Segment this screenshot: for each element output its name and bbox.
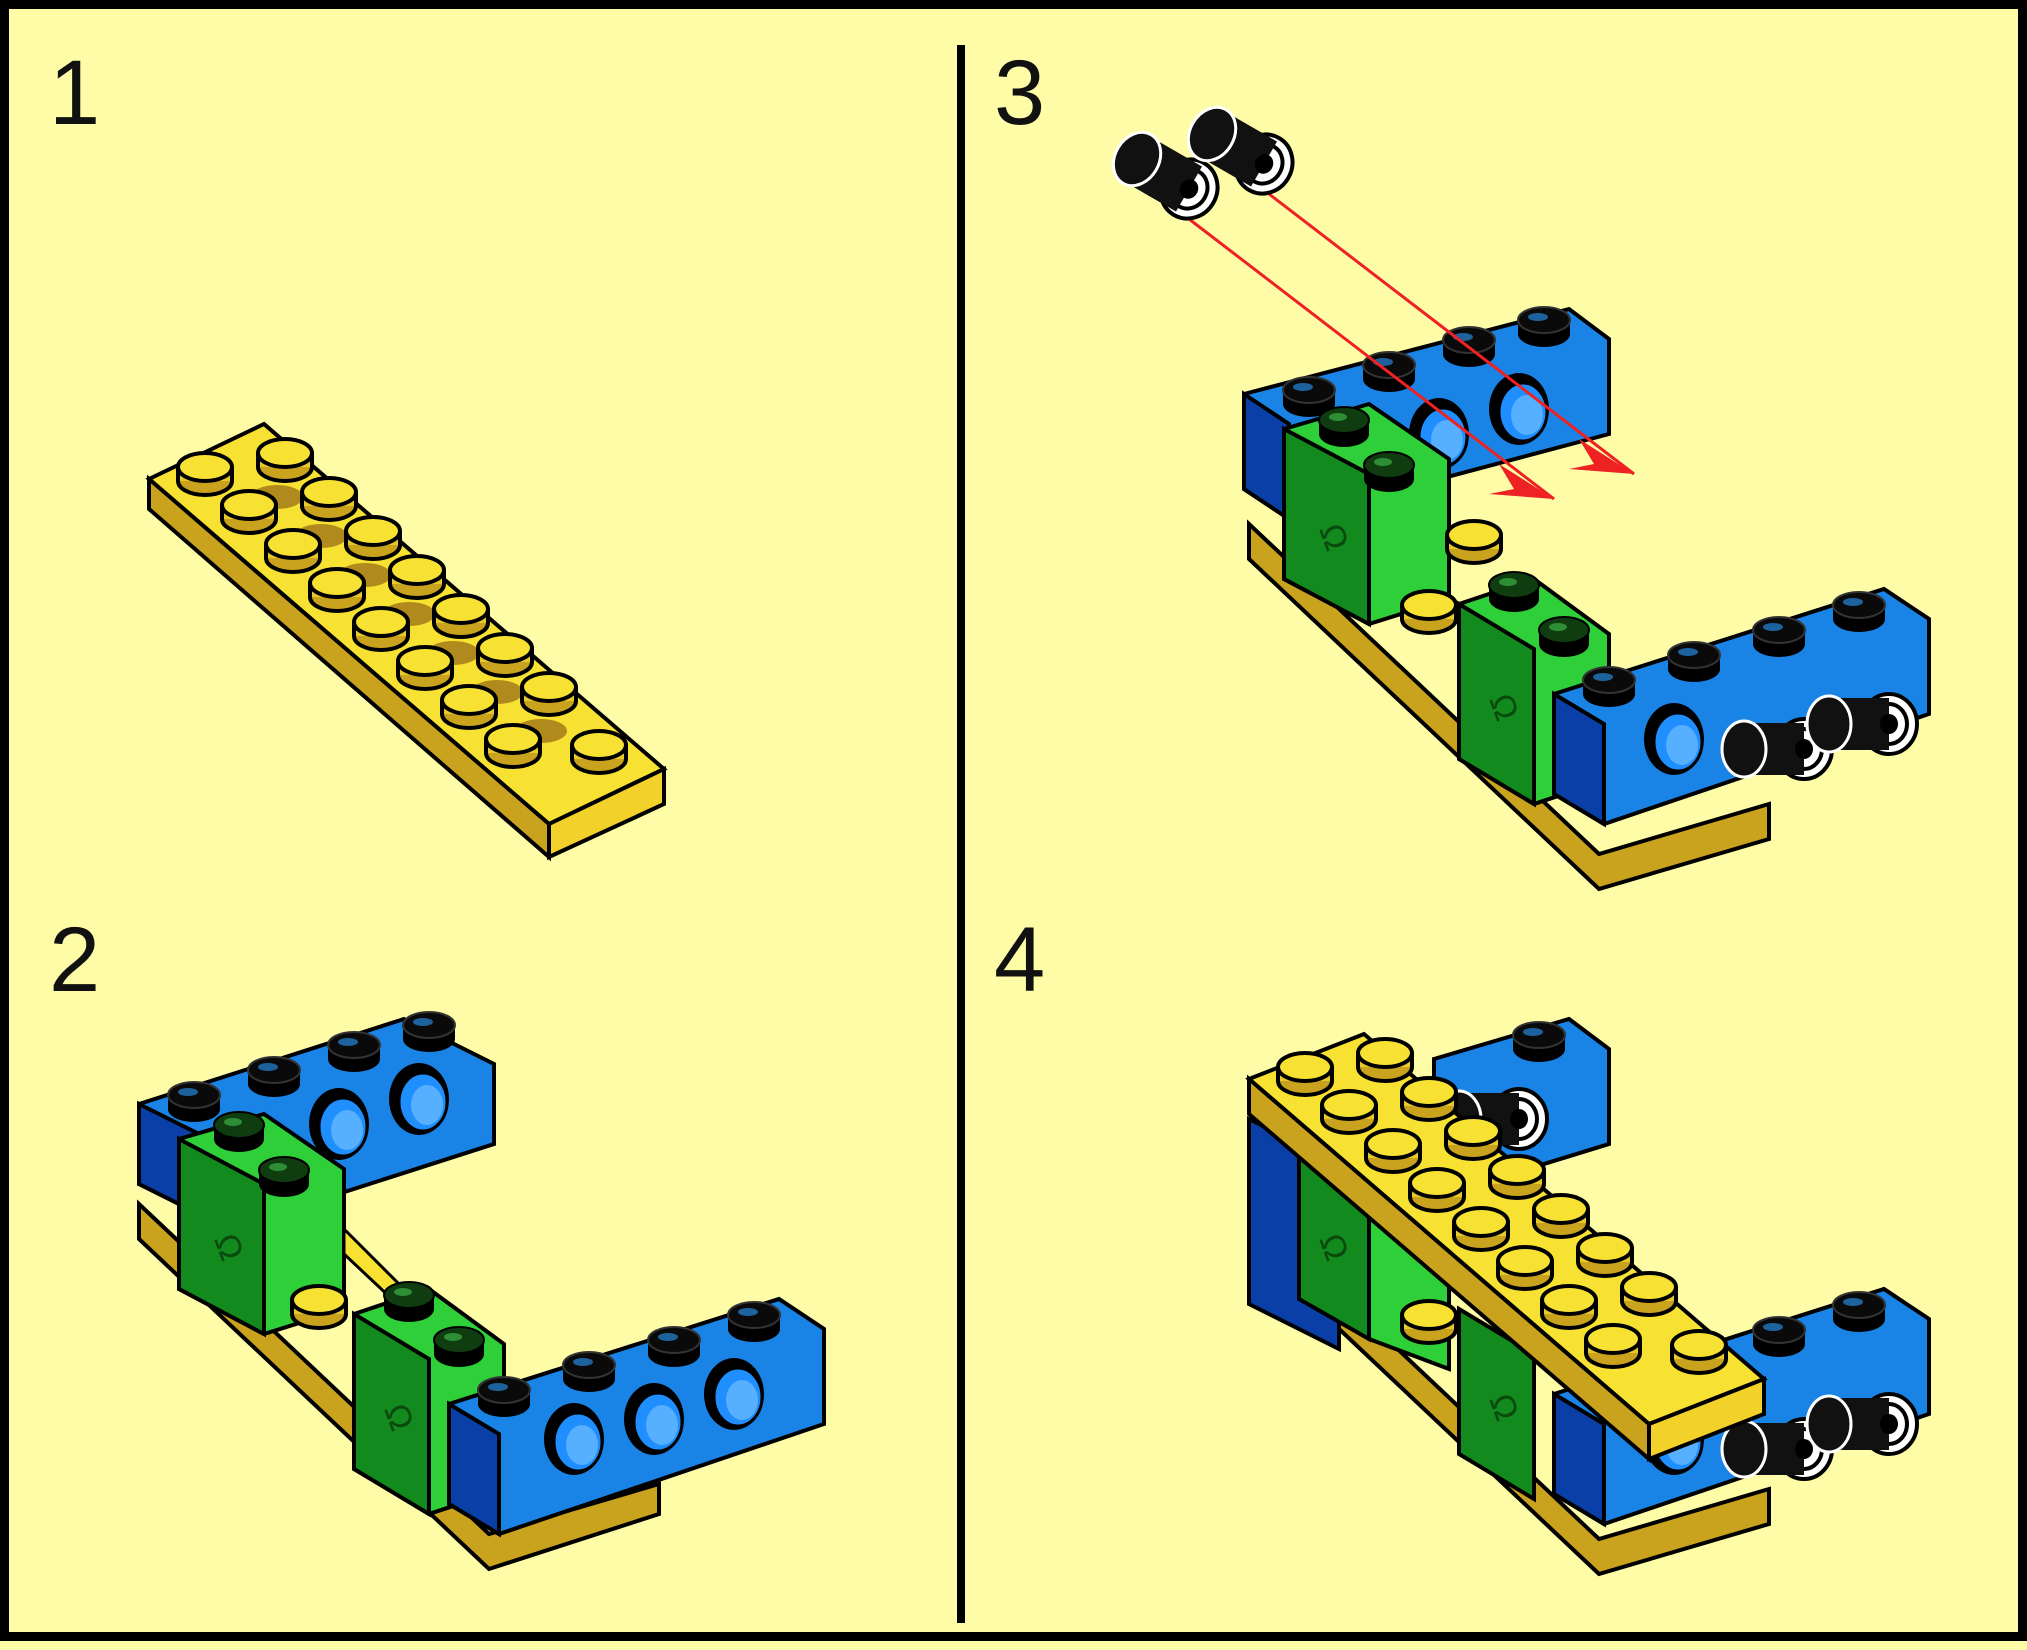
step-2-assembly: Ω Ω: [139, 1012, 824, 1569]
step-3-assembly: Ω Ω: [1103, 97, 1929, 889]
assembly-illustrations: Ω Ω: [9, 9, 2027, 1650]
step-1-plate: [149, 424, 664, 857]
step-4-assembly: Ω Ω: [1249, 1019, 1929, 1574]
